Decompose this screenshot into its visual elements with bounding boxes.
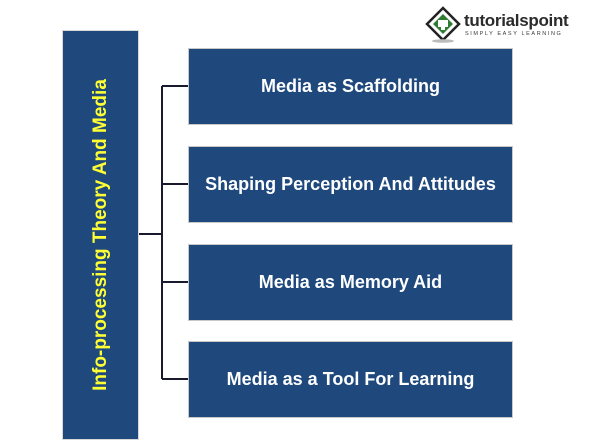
child-node-media-as-memory-aid: Media as Memory Aid — [188, 244, 513, 321]
child-node-label: Media as a Tool For Learning — [226, 369, 475, 389]
child-node-shaping-perception: Shaping Perception And Attitudes — [188, 146, 513, 223]
child-node-label: Media as Memory Aid — [258, 272, 443, 292]
logo-tagline: SIMPLY EASY LEARNING — [465, 31, 563, 37]
logo-name: tutorialspoint — [464, 11, 569, 30]
child-node-media-as-scaffolding: Media as Scaffolding — [188, 48, 513, 125]
child-node-label: Media as Scaffolding — [260, 76, 441, 96]
child-node-media-as-tool: Media as a Tool For Learning — [188, 341, 513, 418]
tutorialspoint-logo-icon — [425, 6, 461, 43]
root-node: Info-processing Theory And Media — [62, 30, 139, 440]
child-node-label: Shaping Perception And Attitudes — [205, 174, 496, 194]
tutorialspoint-logo: tutorialspoint SIMPLY EASY LEARNING — [424, 6, 574, 44]
